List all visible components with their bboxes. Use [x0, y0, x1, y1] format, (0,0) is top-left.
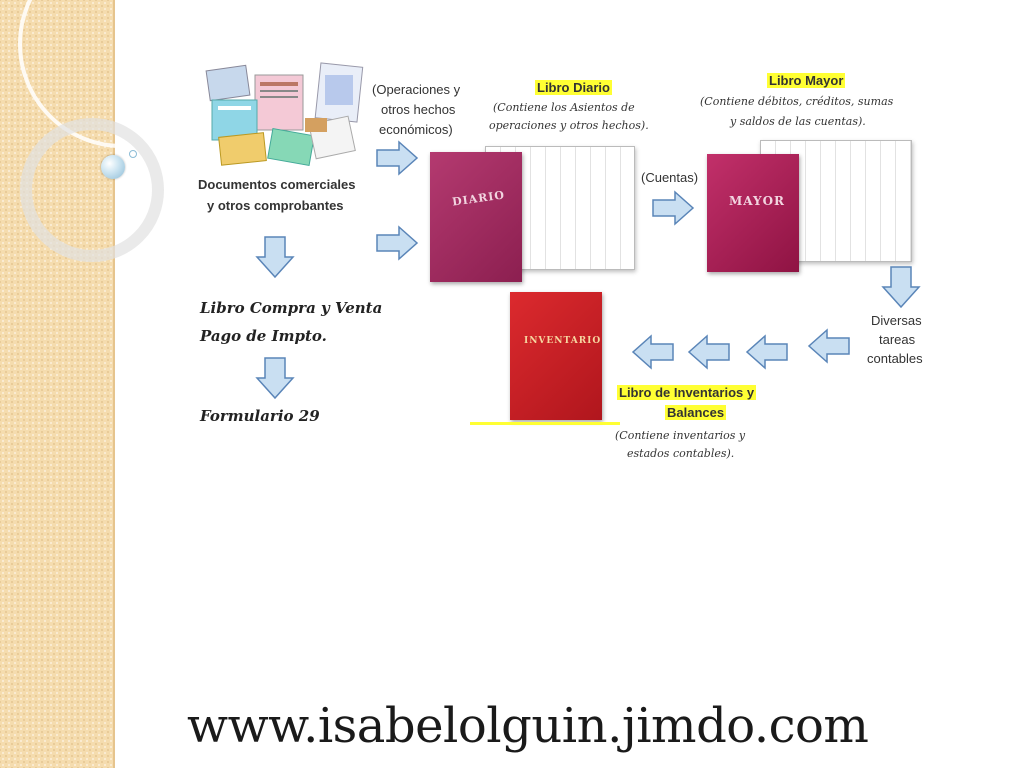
mayor-note: y saldos de las cuentas). [730, 115, 866, 128]
inventarios-title: Balances [665, 405, 727, 420]
mayor-book-label: MAYOR [729, 194, 785, 208]
pago-impto-label: Pago de Impto. [200, 327, 327, 345]
mayor-book: MAYOR [707, 154, 799, 272]
arrow-right-icon [652, 190, 695, 226]
inventario-book: INVENTARIO [510, 292, 602, 420]
website-url: www.isabelolguin.jimdo.com [187, 698, 869, 754]
documents-caption: y otros comprobantes [207, 198, 344, 213]
tareas-label: tareas [879, 332, 916, 347]
operations-label: (Operaciones y [372, 82, 461, 97]
compra-venta-label: Libro Compra y Venta [200, 299, 383, 317]
tareas-label: Diversas [871, 313, 922, 328]
arrow-right-icon [376, 225, 419, 261]
decorative-ring [20, 118, 164, 262]
inventarios-note: (Contiene inventarios y [615, 429, 746, 442]
diario-book-label: DIARIO [451, 188, 506, 209]
inventarios-title: Libro de Inventarios y [617, 385, 757, 400]
decorative-bubble [101, 155, 125, 179]
arrow-down-icon [255, 236, 295, 279]
operations-label: económicos) [379, 122, 453, 137]
decorative-bubble [129, 150, 137, 158]
arrow-down-icon [881, 266, 921, 309]
documents-caption: Documentos comerciales [198, 177, 356, 192]
arrow-left-icon [745, 334, 788, 370]
diario-title: Libro Diario [535, 80, 612, 95]
operations-label: otros hechos [381, 102, 456, 117]
diario-book: DIARIO [430, 152, 522, 282]
diario-note: operaciones y otros hechos). [489, 119, 649, 132]
formulario-label: Formulario 29 [200, 407, 320, 425]
documents-illustration [205, 62, 364, 166]
tareas-label: contables [867, 351, 923, 366]
arrow-left-icon [687, 334, 730, 370]
inventario-book-label: INVENTARIO [524, 336, 602, 346]
arrow-left-icon [631, 334, 674, 370]
accounting-flow-diagram: Documentos comerciales y otros comproban… [195, 60, 935, 470]
cuentas-label: (Cuentas) [641, 170, 699, 185]
arrow-left-icon [807, 328, 850, 364]
arrow-right-icon [376, 140, 419, 176]
diario-note: (Contiene los Asientos de [493, 101, 635, 114]
inventarios-note: estados contables). [627, 447, 735, 460]
arrow-down-icon [255, 357, 295, 400]
mayor-title: Libro Mayor [767, 73, 846, 88]
mayor-note: (Contiene débitos, créditos, sumas [700, 95, 894, 108]
highlight-underline [470, 422, 620, 425]
